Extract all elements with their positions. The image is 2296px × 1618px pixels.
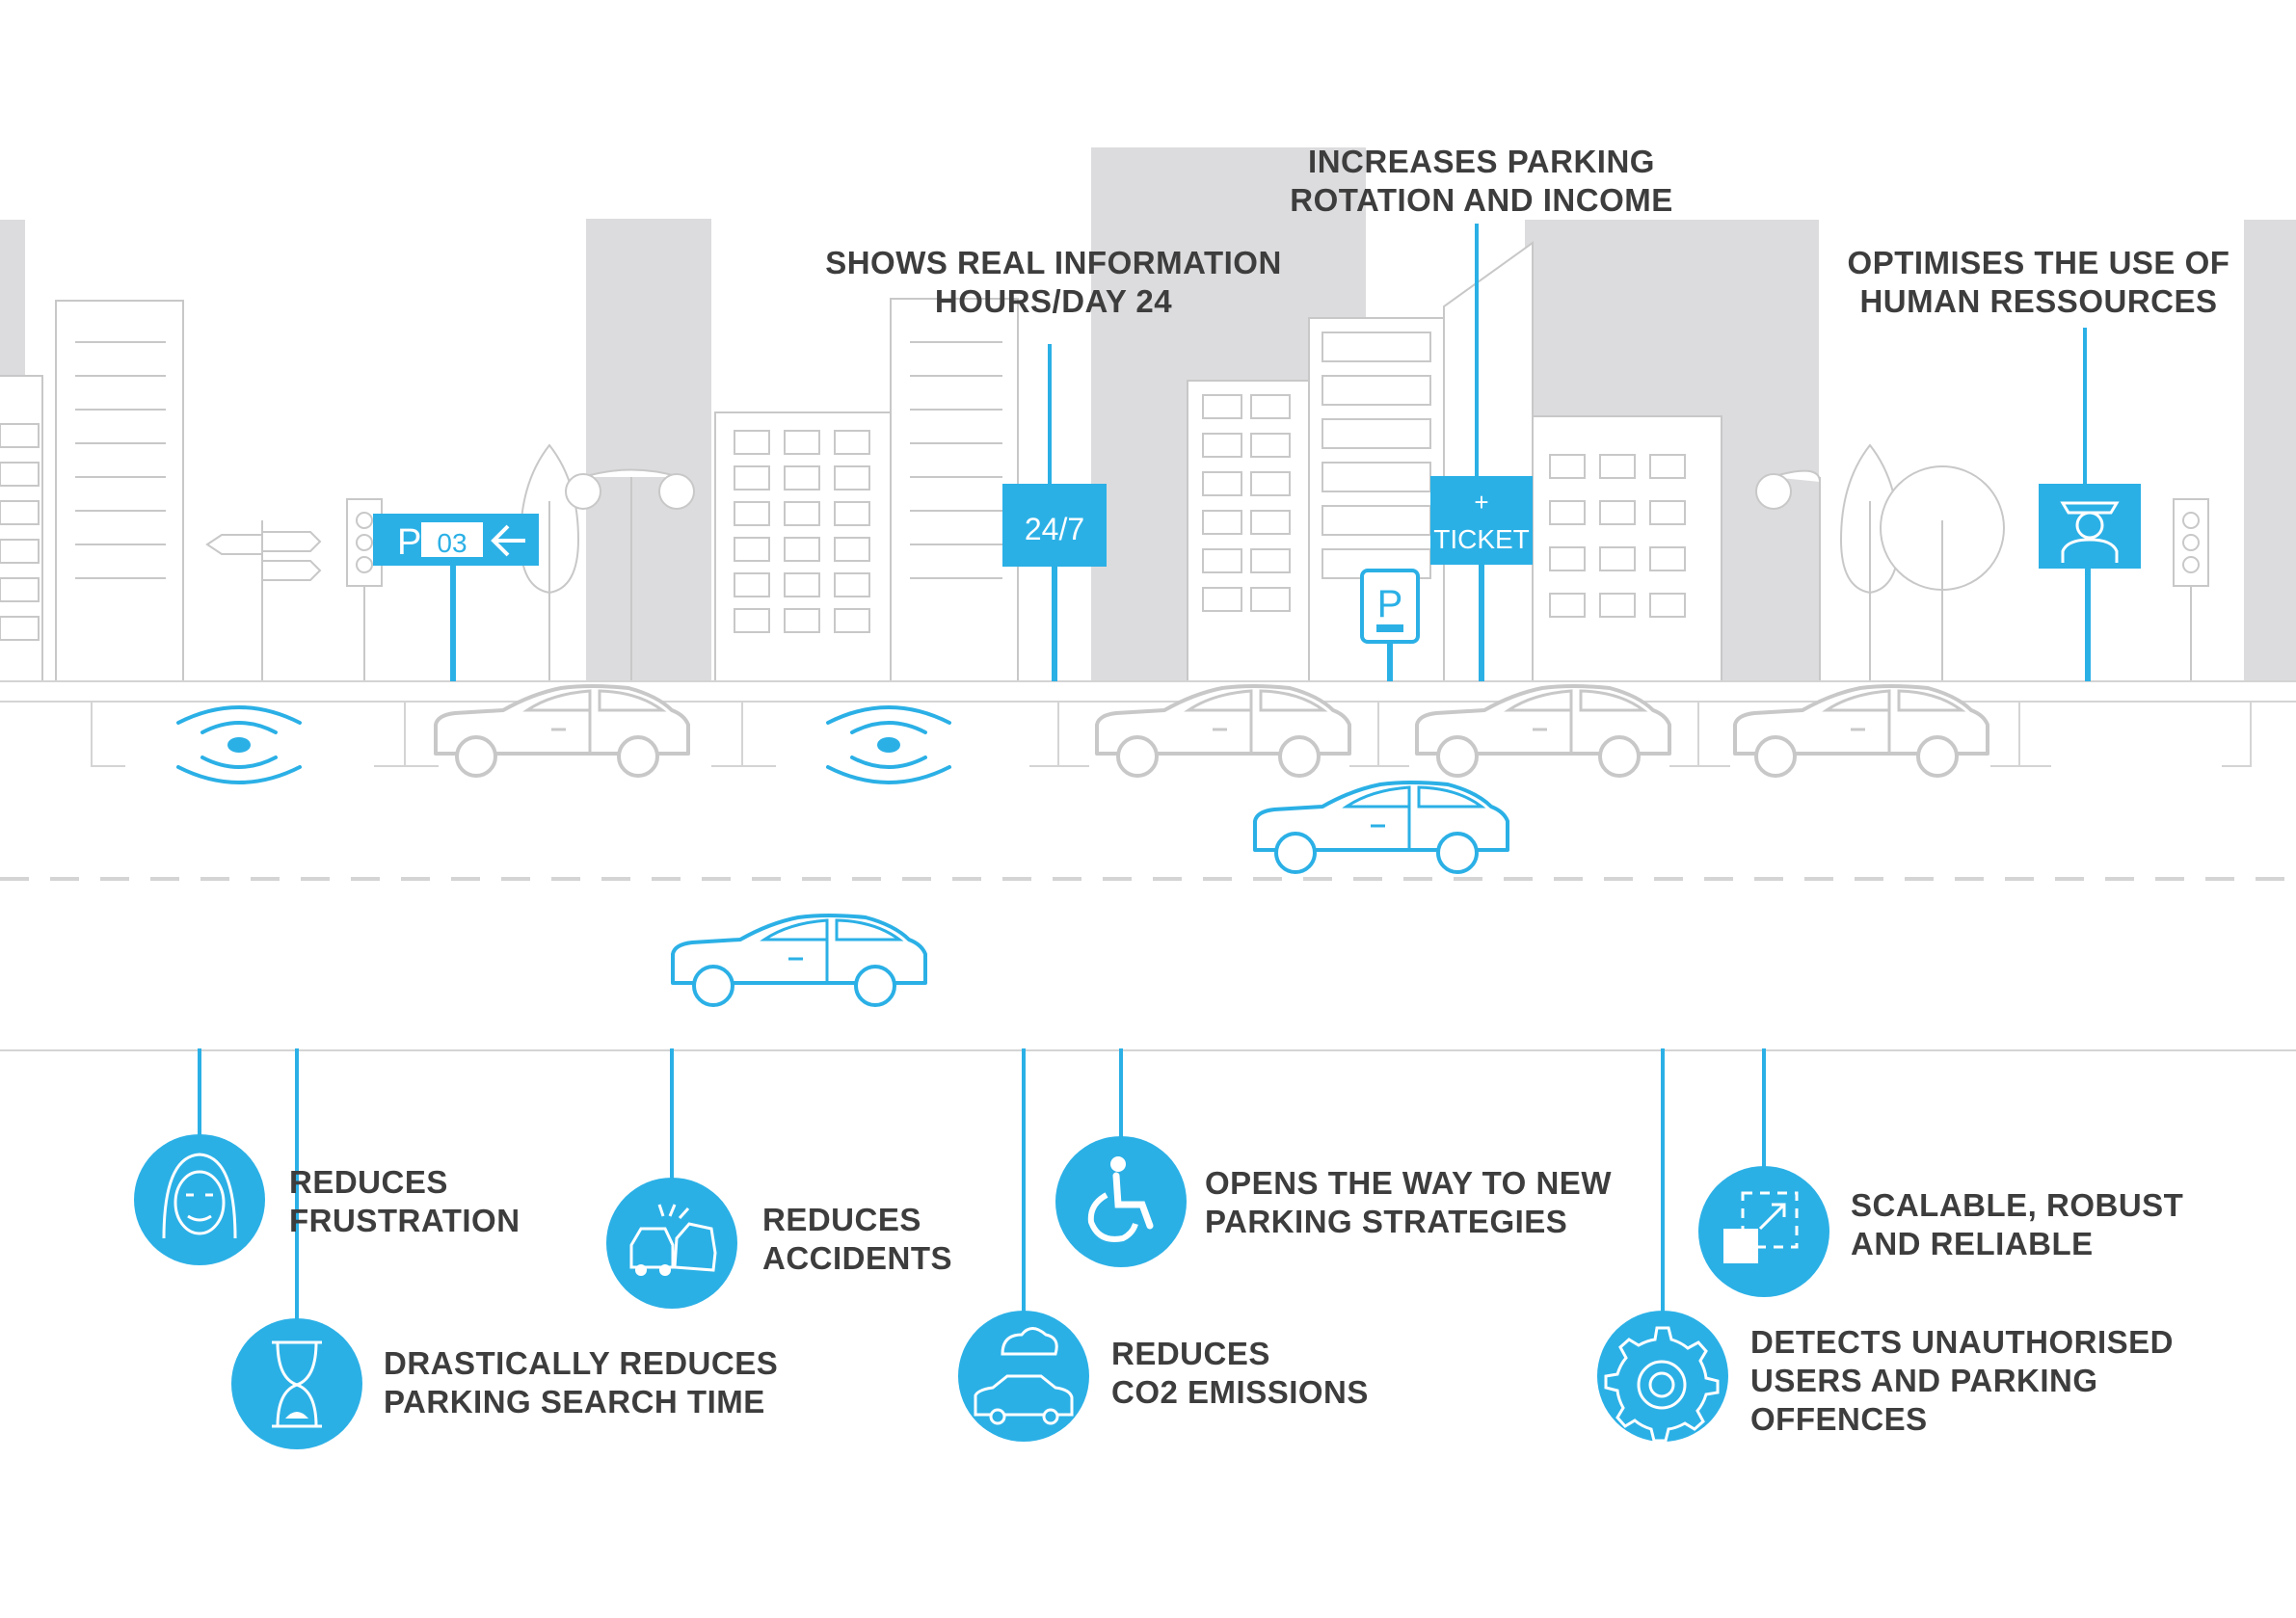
face-icon (134, 1134, 265, 1265)
sign-parking-letter: P (397, 522, 421, 563)
caption-line: FRUSTRATION (289, 1203, 521, 1238)
hours-sign: 24/7 (1002, 344, 1107, 681)
benefit-unauthorised-users: DETECTS UNAUTHORISED USERS AND PARKING O… (1750, 1323, 2174, 1439)
sign-parking-number: 03 (437, 528, 467, 558)
caption-line: REDUCES (762, 1202, 921, 1237)
caption-line: REDUCES (289, 1164, 448, 1200)
car-emissions-icon (958, 1311, 1089, 1442)
caption-line: PARKING STRATEGIES (1205, 1204, 1568, 1239)
parking-meter: P (1360, 569, 1420, 681)
caption-line: DETECTS UNAUTHORISED (1750, 1324, 2175, 1360)
caption-line: AND RELIABLE (1851, 1226, 2094, 1261)
ticket-label: TICKET (1433, 524, 1530, 554)
parked-car (1095, 684, 1351, 778)
caption-line: DRASTICALLY REDUCES (384, 1345, 779, 1381)
benefit-search-time: DRASTICALLY REDUCES PARKING SEARCH TIME (384, 1344, 778, 1421)
caption-line: CO2 EMISSIONS (1111, 1374, 1369, 1410)
parked-car (1415, 684, 1671, 778)
parking-direction-sign: P 03 (373, 514, 539, 681)
caption-line: HUMAN RESSOURCES (1859, 283, 2218, 319)
parked-car (1733, 684, 1989, 778)
background-buildings (0, 147, 2296, 682)
gear-icon (1597, 1311, 1728, 1443)
benefit-connectors (198, 1048, 1766, 1320)
moving-cars (671, 781, 1509, 1007)
benefit-parking-strategies: OPENS THE WAY TO NEW PARKING STRATEGIES (1205, 1164, 1612, 1241)
benefit-icons (134, 1134, 1829, 1449)
caption-line: INCREASES PARKING (1308, 144, 1655, 179)
caption-line: USERS AND PARKING (1750, 1363, 2098, 1398)
caption-line: OPTIMISES THE USE OF (1847, 245, 2230, 280)
caption-line: OPENS THE WAY TO NEW (1205, 1165, 1612, 1201)
caption-line: ACCIDENTS (762, 1240, 953, 1276)
parked-car (434, 684, 690, 778)
staff-sign (2039, 328, 2141, 681)
benefit-scalable: SCALABLE, ROBUST AND RELIABLE (1851, 1186, 2183, 1263)
benefit-rotation-income: INCREASES PARKING ROTATION AND INCOME (1250, 143, 1713, 220)
caption-line: SCALABLE, ROBUST (1851, 1187, 2184, 1223)
benefit-emissions: REDUCES CO2 EMISSIONS (1111, 1335, 1369, 1412)
ticket-plus: + (1474, 488, 1488, 517)
benefit-human-resources: OPTIMISES THE USE OF HUMAN RESSOURCES (1822, 244, 2256, 321)
driving-car (671, 914, 927, 1007)
ticket-sign: + TICKET (1430, 224, 1533, 681)
benefit-real-information: SHOWS REAL INFORMATION HOURS/DAY 24 (822, 244, 1285, 321)
scale-icon (1698, 1166, 1829, 1297)
hours-sign-text: 24/7 (1025, 512, 1084, 546)
caption-line: ROTATION AND INCOME (1290, 182, 1673, 218)
attendant-icon (2060, 501, 2120, 563)
searching-car (1253, 781, 1509, 874)
meter-letter: P (1377, 583, 1403, 625)
caption-line: REDUCES (1111, 1336, 1270, 1371)
caption-line: PARKING SEARCH TIME (384, 1384, 765, 1419)
car-crash-icon (606, 1178, 737, 1309)
wheelchair-icon (1055, 1136, 1187, 1267)
hourglass-icon (231, 1318, 362, 1449)
caption-line: OFFENCES (1750, 1401, 1928, 1437)
sensor-icon (176, 705, 951, 784)
parked-cars (434, 684, 1989, 778)
benefit-frustration: REDUCES FRUSTRATION (289, 1163, 521, 1240)
caption-line: HOURS/DAY 24 (934, 283, 1173, 319)
caption-line: SHOWS REAL INFORMATION (825, 245, 1282, 280)
benefit-accidents: REDUCES ACCIDENTS (762, 1201, 952, 1278)
outlined-buildings (0, 241, 1722, 682)
